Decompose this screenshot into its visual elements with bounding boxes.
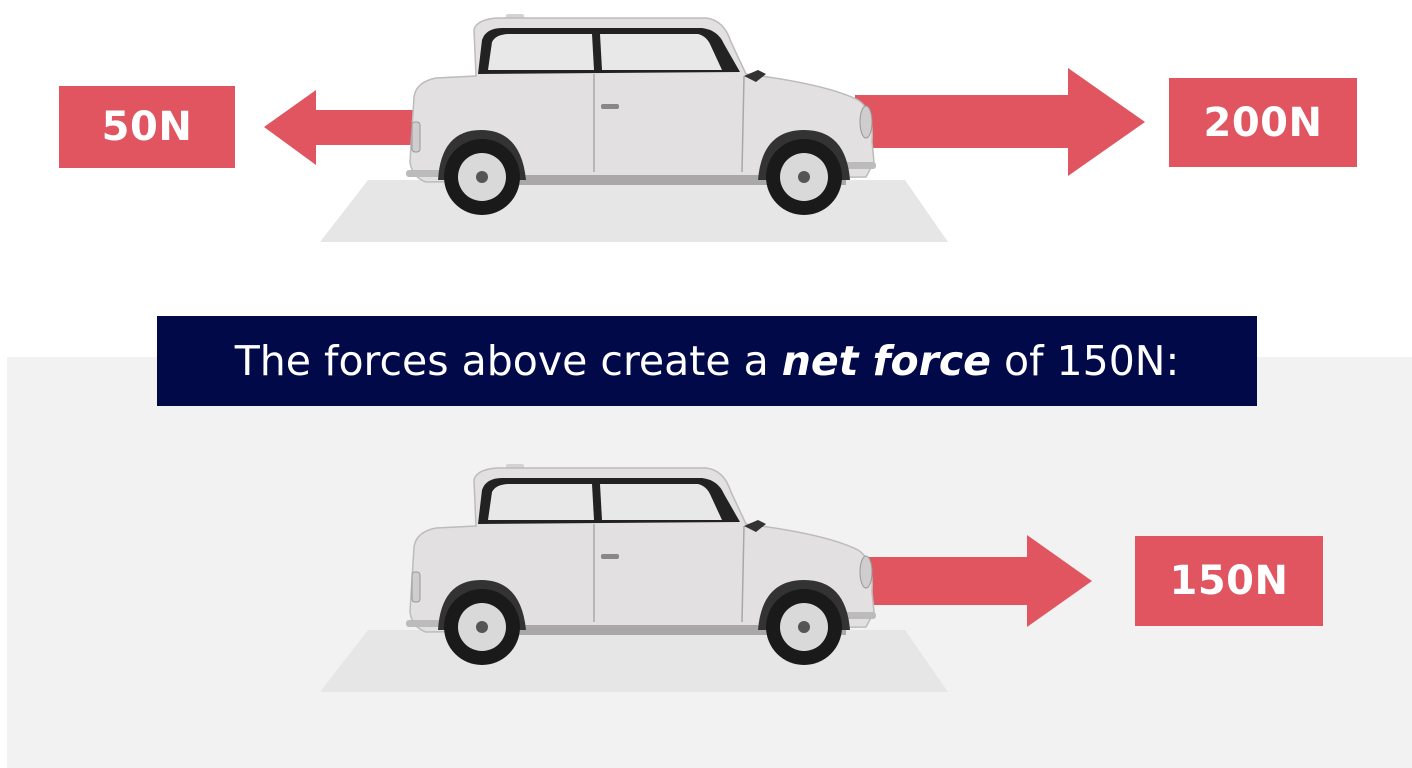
net-force-label: 150N <box>1135 536 1323 626</box>
top-car-icon <box>406 14 876 215</box>
right-force-arrow-icon <box>855 68 1145 176</box>
caption-emphasis: net force <box>781 337 991 385</box>
net-force-arrow-icon <box>862 535 1092 627</box>
bottom-car-icon <box>406 464 876 665</box>
caption-prefix: The forces above create a <box>234 337 782 385</box>
right-force-label: 200N <box>1169 78 1357 167</box>
left-force-arrow-icon <box>264 90 424 165</box>
net-force-caption: The forces above create a net force of 1… <box>157 316 1257 406</box>
caption-suffix: of 150N: <box>990 337 1180 385</box>
left-force-label: 50N <box>59 86 235 168</box>
